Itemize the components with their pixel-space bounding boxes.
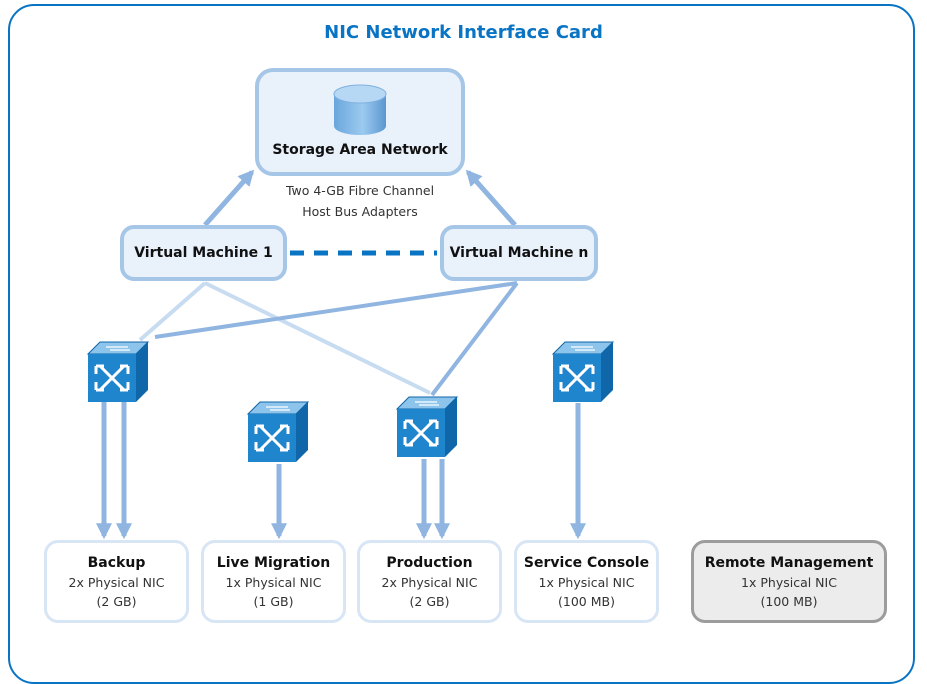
diagram-title: NIC Network Interface Card <box>324 22 603 43</box>
link-vm1-to-san <box>203 169 255 227</box>
nic-detail: 1x Physical NIC <box>225 575 322 590</box>
nic-name: Service Console <box>523 555 650 571</box>
link-vmn-to-switch-backup <box>154 281 518 339</box>
nic-name: Live Migration <box>216 555 331 571</box>
network-switch-icon <box>246 400 310 464</box>
nic-name: Backup <box>87 555 146 571</box>
nic-capacity: (100 MB) <box>760 594 818 609</box>
nic-detail: 1x Physical NIC <box>741 575 837 590</box>
storage-area-network-node: Storage Area Network <box>255 68 465 176</box>
link-vm1-to-switch-production <box>204 281 431 395</box>
nic-detail: 2x Physical NIC <box>381 575 478 590</box>
nic-live-migration-box: Live Migration 1x Physical NIC (1 GB) <box>201 540 346 623</box>
nic-capacity: (1 GB) <box>253 594 294 609</box>
link-vmn-to-san <box>465 169 517 227</box>
san-label: Storage Area Network <box>272 142 448 158</box>
connection-diagram <box>86 169 615 540</box>
nic-detail: 1x Physical NIC <box>538 575 635 590</box>
virtual-machine-n-node: Virtual Machine n <box>440 225 598 281</box>
link-vm1-to-switch-backup <box>138 281 207 342</box>
network-switch-icon <box>551 340 615 404</box>
network-switch-icon <box>395 395 459 459</box>
nic-production-box: Production 2x Physical NIC (2 GB) <box>357 540 502 623</box>
hba-annotation: Two 4-GB Fibre Channel Host Bus Adapters <box>250 180 470 222</box>
nic-capacity: (2 GB) <box>96 594 137 609</box>
nic-detail: 2x Physical NIC <box>68 575 165 590</box>
hba-line-2: Host Bus Adapters <box>302 204 418 219</box>
network-switch-icon <box>86 340 150 404</box>
link-vmn-to-switch-production <box>430 281 519 397</box>
nic-backup-box: Backup 2x Physical NIC (2 GB) <box>44 540 189 623</box>
virtual-machine-1-node: Virtual Machine 1 <box>120 225 287 281</box>
nic-service-console-box: Service Console 1x Physical NIC (100 MB) <box>514 540 659 623</box>
database-cylinder-icon <box>333 84 387 135</box>
nic-capacity: (2 GB) <box>409 594 450 609</box>
nic-name: Production <box>386 555 473 571</box>
nic-remote-management-box: Remote Management 1x Physical NIC (100 M… <box>691 540 887 623</box>
hba-line-1: Two 4-GB Fibre Channel <box>285 183 435 198</box>
nic-name: Remote Management <box>704 555 874 571</box>
nic-capacity: (100 MB) <box>558 594 615 609</box>
